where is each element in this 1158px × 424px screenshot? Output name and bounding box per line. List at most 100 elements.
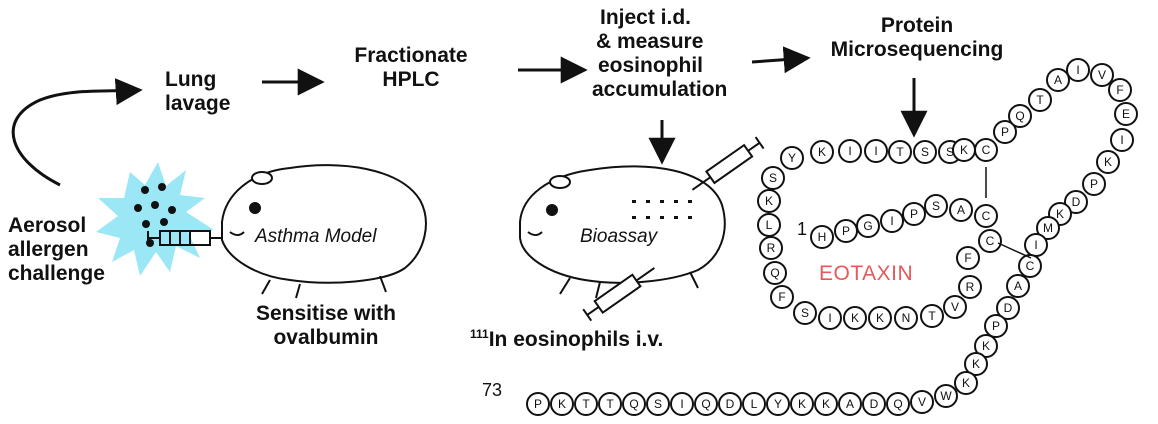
residue-67: I <box>670 392 694 416</box>
start-number: 1 <box>797 219 808 239</box>
residue-letter: P <box>910 207 918 221</box>
step-protein: Protein Microsequencing <box>812 14 1022 62</box>
step-fractionate: Fractionate HPLC <box>336 44 486 92</box>
residue-letter: H <box>818 230 827 244</box>
residue-letter: K <box>972 357 980 371</box>
residue-letter: F <box>964 251 971 265</box>
residue-40: F <box>1108 78 1132 102</box>
disulfide-bonds <box>985 167 1032 259</box>
residue-letter: Q <box>770 266 779 280</box>
residue-28: I <box>864 139 888 163</box>
residue-letter: I <box>1034 238 1037 252</box>
eosinophils-label: 111In eosinophils i.v. <box>470 322 663 352</box>
aerosol-splash <box>96 162 214 276</box>
residue-letter: A <box>846 397 854 411</box>
sensitise-line1: Sensitise with <box>255 302 397 325</box>
sensitise-label: Sensitise with ovalbumin <box>236 302 416 350</box>
residue-52: P <box>984 314 1008 338</box>
residue-13: T <box>920 304 944 328</box>
residue-letter: K <box>558 397 566 411</box>
residue-letter: L <box>766 218 773 232</box>
residue-65: D <box>718 392 742 416</box>
aerosol-particles <box>134 183 176 247</box>
residue-39: V <box>1090 63 1114 87</box>
residue-letter: I <box>1076 63 1079 77</box>
step-lung-lavage: Lung lavage <box>165 68 230 116</box>
guinea-pig-bioassay-icon <box>519 165 726 299</box>
residue-letter: K <box>982 339 990 353</box>
residue-34: P <box>993 120 1017 144</box>
residue-letter: G <box>863 219 872 233</box>
residue-68: S <box>646 392 670 416</box>
residue-3: G <box>856 214 880 238</box>
inject-line4: accumulation <box>592 78 728 101</box>
residue-letter: M <box>1043 221 1053 235</box>
residue-35: Q <box>1008 104 1032 128</box>
residue-letter: V <box>951 300 959 314</box>
residue-63: Y <box>766 392 790 416</box>
residue-58: Q <box>886 392 910 416</box>
eosinophils-text: In eosinophils i.v. <box>488 328 664 351</box>
residue-47: M <box>1036 216 1060 240</box>
residue-letter: V <box>1098 68 1106 82</box>
residue-32: K <box>952 138 976 162</box>
aerosol-syringe-icon <box>147 230 232 246</box>
protein-line2: Microsequencing <box>830 38 1004 61</box>
residue-11: R <box>958 275 982 299</box>
residue-letter: K <box>960 143 968 157</box>
residue-2: P <box>834 219 858 243</box>
residue-letter: V <box>918 395 926 409</box>
residue-33: C <box>974 138 998 162</box>
residue-letter: S <box>801 306 809 320</box>
residue-letter: I <box>680 397 683 411</box>
residue-letter: K <box>876 311 884 325</box>
residue-letter: A <box>1014 279 1022 293</box>
residue-letter: P <box>1090 177 1098 191</box>
residue-43: K <box>1096 150 1120 174</box>
residue-letter: I <box>848 144 851 158</box>
residue-21: R <box>759 236 783 260</box>
residue-letter: R <box>767 241 776 255</box>
residue-51: D <box>996 296 1020 320</box>
residue-letter: Y <box>774 397 782 411</box>
residue-56: W <box>934 384 958 408</box>
bioassay-label: Bioassay <box>580 226 658 247</box>
residue-73: P <box>526 392 550 416</box>
residue-letter: F <box>778 290 785 304</box>
residue-59: D <box>862 392 886 416</box>
residue-letter: N <box>902 311 911 325</box>
residue-letter: S <box>921 145 929 159</box>
residue-42: I <box>1110 128 1134 152</box>
inject-line3: eosinophil <box>598 54 703 77</box>
sensitise-line2: ovalbumin <box>273 326 379 349</box>
residue-letter: P <box>1001 125 1009 139</box>
residue-50: A <box>1006 274 1030 298</box>
residue-letter: S <box>946 145 954 159</box>
residue-14: N <box>894 306 918 330</box>
residue-letter: I <box>828 311 831 325</box>
curved-arrow <box>11 78 143 187</box>
residue-letter: T <box>582 397 590 411</box>
aerosol-line1: Aerosol <box>8 214 87 237</box>
residue-41: E <box>1114 102 1138 126</box>
aerosol-label: Aerosol allergen challenge <box>8 214 105 286</box>
residue-1: H <box>810 225 834 249</box>
residue-letter: A <box>957 203 965 217</box>
residue-letter: F <box>1116 83 1123 97</box>
residue-letter: I <box>1120 133 1123 147</box>
residue-6: S <box>924 194 948 218</box>
residue-62: K <box>790 392 814 416</box>
residue-44: P <box>1082 172 1106 196</box>
residue-61: K <box>814 392 838 416</box>
inject-line2: & measure <box>596 30 704 53</box>
residue-letter: Q <box>893 397 902 411</box>
residue-37: A <box>1046 68 1070 92</box>
residue-letter: L <box>751 397 758 411</box>
residue-70: T <box>598 392 622 416</box>
residue-66: Q <box>694 392 718 416</box>
residue-71: T <box>574 392 598 416</box>
residue-letter: R <box>966 280 975 294</box>
residue-letter: Y <box>788 151 796 165</box>
iv-syringe-icon <box>582 267 655 322</box>
